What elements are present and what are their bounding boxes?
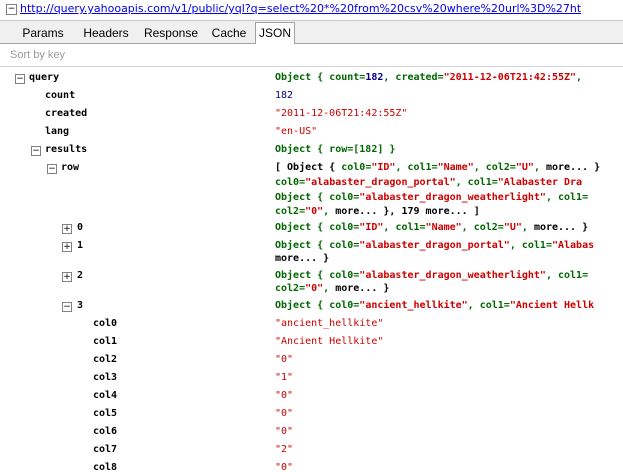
tree-key: row	[61, 162, 80, 173]
tree-value-summary: Object { count=182, created="2011-12-06T…	[275, 72, 583, 83]
tree-value: "0"	[275, 390, 294, 401]
tree-key: lang	[45, 126, 70, 137]
tree-value-summary: Object { row=[182] }	[275, 144, 396, 155]
tree-value-summary: Object { col0="ancient_hellkite", col1="…	[275, 300, 595, 311]
collapse-icon[interactable]: −	[62, 302, 72, 312]
tree-row-results[interactable]: − results Object { row=[182] }	[0, 142, 623, 160]
tree-value: "1"	[275, 372, 294, 383]
tree-row-col: col5 "0"	[0, 406, 623, 424]
tree-key: col6	[93, 426, 118, 437]
tree-value: "2011-12-06T21:42:55Z"	[275, 108, 408, 119]
tree-key: 0	[77, 222, 84, 233]
sort-by-key-field[interactable]: Sort by key	[0, 44, 623, 67]
tree-row-item[interactable]: + 2 Object { col0="alabaster_dragon_weat…	[0, 268, 623, 286]
tree-value-summary: Object { col0="ID", col1="Name", col2="U…	[275, 222, 589, 233]
request-url-bar: − http://query.yahooapis.com/v1/public/y…	[0, 0, 623, 21]
tree-key: col4	[93, 390, 118, 401]
collapse-request-icon[interactable]: −	[6, 4, 17, 15]
row-summary-line: Object { col0="alabaster_dragon_weatherl…	[275, 192, 589, 203]
tree-row-row[interactable]: − row	[0, 160, 623, 178]
tree-row-count: count 182	[0, 88, 623, 106]
tree-key: results	[45, 144, 88, 155]
tree-row-col: col1 "Ancient Hellkite"	[0, 334, 623, 352]
tree-row-col: col7 "2"	[0, 442, 623, 460]
tree-row-item[interactable]: + 1 Object { col0="alabaster_dragon_port…	[0, 238, 623, 256]
tab-headers[interactable]: Headers	[83, 26, 129, 40]
tab-bar: Params Headers Response Cache JSON	[0, 21, 623, 45]
tree-key: col2	[93, 354, 118, 365]
tree-row-query[interactable]: − query Object { count=182, created="201…	[0, 70, 623, 88]
tab-response[interactable]: Response	[143, 26, 199, 40]
sort-by-key-placeholder: Sort by key	[10, 49, 66, 61]
tree-row-col: col4 "0"	[0, 388, 623, 406]
tree-value-summary: Object { col0="alabaster_dragon_weatherl…	[275, 270, 589, 281]
tree-key: col7	[93, 444, 118, 455]
tree-key: query	[29, 72, 60, 83]
row-summary-line: [ Object { col0="ID", col1="Name", col2=…	[275, 162, 601, 173]
item-summary-line: col2="0", more... }	[275, 283, 390, 294]
tree-key: col5	[93, 408, 118, 419]
tab-cache[interactable]: Cache	[211, 26, 247, 40]
tree-key: 3	[77, 300, 84, 311]
json-tree: − query Object { count=182, created="201…	[0, 70, 623, 472]
tree-key: 2	[77, 270, 84, 281]
collapse-icon[interactable]: −	[47, 164, 57, 174]
tree-value: "0"	[275, 354, 294, 365]
tree-value: "en-US"	[275, 126, 318, 137]
request-url-link[interactable]: http://query.yahooapis.com/v1/public/yql…	[20, 2, 582, 15]
tree-key: created	[45, 108, 88, 119]
tree-value-summary: Object { col0="alabaster_dragon_portal",…	[275, 240, 595, 251]
collapse-icon[interactable]: −	[31, 146, 41, 156]
tree-row-col: col8 "0"	[0, 460, 623, 472]
item-summary-line: more... }	[275, 253, 330, 264]
tree-row-created: created "2011-12-06T21:42:55Z"	[0, 106, 623, 124]
tab-params[interactable]: Params	[22, 26, 64, 40]
expand-icon[interactable]: +	[62, 272, 72, 282]
row-summary-line: col2="0", more... }, 179 more... ]	[275, 206, 480, 217]
tree-value: "0"	[275, 408, 294, 419]
tree-value: "ancient_hellkite"	[275, 318, 384, 329]
row-summary-line: col0="alabaster_dragon_portal", col1="Al…	[275, 177, 583, 188]
collapse-icon[interactable]: −	[15, 74, 25, 84]
tree-value: "0"	[275, 462, 294, 472]
tree-value: 182	[275, 90, 294, 101]
tree-key: col3	[93, 372, 118, 383]
tree-row-item[interactable]: − 3 Object { col0="ancient_hellkite", co…	[0, 298, 623, 316]
tree-key: col8	[93, 462, 118, 472]
expand-icon[interactable]: +	[62, 224, 72, 234]
tree-row-lang: lang "en-US"	[0, 124, 623, 142]
tree-key: count	[45, 90, 76, 101]
tree-key: 1	[77, 240, 84, 251]
tree-value: "0"	[275, 426, 294, 437]
tree-value: "Ancient Hellkite"	[275, 336, 384, 347]
tree-value: "2"	[275, 444, 294, 455]
tree-key: col1	[93, 336, 118, 347]
expand-icon[interactable]: +	[62, 242, 72, 252]
tree-key: col0	[93, 318, 118, 329]
tree-row-item[interactable]: + 0 Object { col0="ID", col1="Name", col…	[0, 220, 623, 238]
tree-row-col: col6 "0"	[0, 424, 623, 442]
tree-row-col: col3 "1"	[0, 370, 623, 388]
tab-json[interactable]: JSON	[255, 22, 295, 45]
tree-row-col: col0 "ancient_hellkite"	[0, 316, 623, 334]
tree-row-col: col2 "0"	[0, 352, 623, 370]
